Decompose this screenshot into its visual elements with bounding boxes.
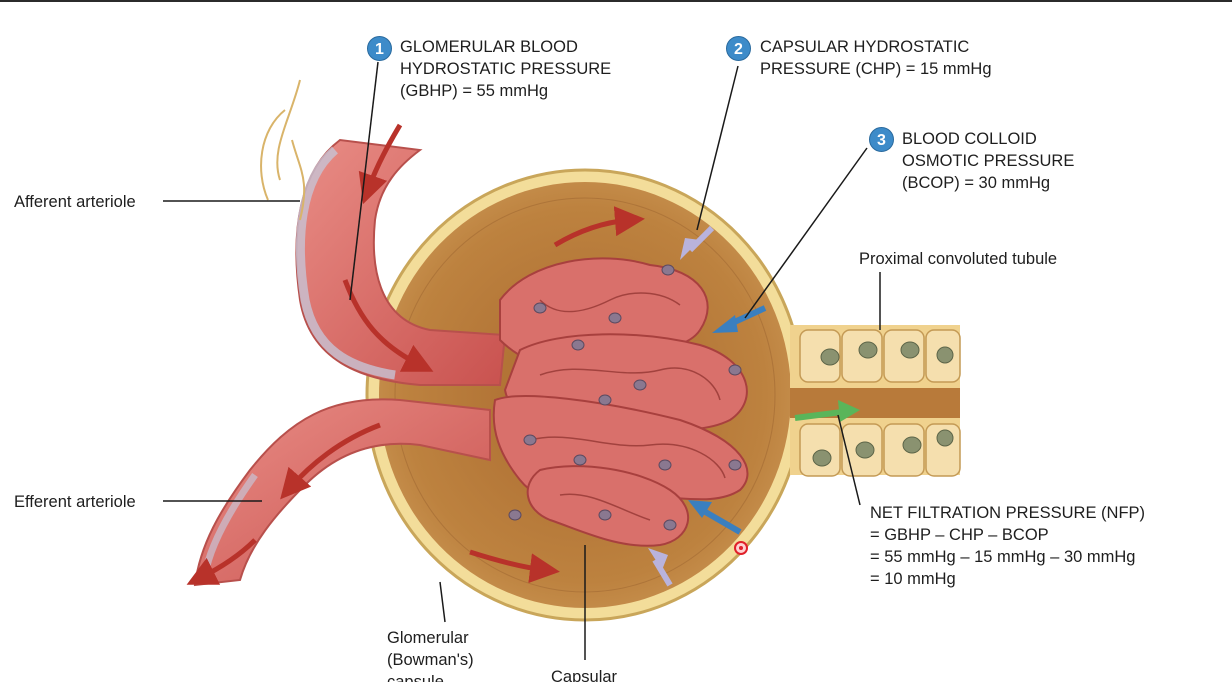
gbhp-line1: GLOMERULAR BLOOD <box>400 38 578 56</box>
bcop-label: BLOOD COLLOID OSMOTIC PRESSURE (BCOP) = 30… <box>902 128 1074 194</box>
proximal-tubule-label: Proximal convoluted tubule <box>859 250 1058 268</box>
bowman-line2: (Bowman's) <box>387 651 474 669</box>
bowman-line1: Glomerular <box>387 629 469 647</box>
bcop-line3: (BCOP) = 30 mmHg <box>902 174 1051 192</box>
nfp-line2: = GBHP – CHP – BCOP <box>870 526 1049 544</box>
bowmans-capsule-label: Glomerular (Bowman's) capsule <box>387 627 474 682</box>
capillary-loops <box>529 292 726 521</box>
blood-flow-arrows <box>186 123 645 585</box>
target-marker <box>734 541 748 555</box>
gbhp-label: GLOMERULAR BLOOD HYDROSTATIC PRESSURE (GBH… <box>400 36 611 102</box>
glomerular-capillaries <box>492 257 749 547</box>
label-1-badge: 1 <box>367 36 392 61</box>
chp-label: CAPSULAR HYDROSTATIC PRESSURE (CHP) = 15 … <box>760 36 992 80</box>
bcop-line1: BLOOD COLLOID <box>902 130 1037 148</box>
chp-line2: PRESSURE (CHP) = 15 mmHg <box>760 60 992 78</box>
nfp-line1: NET FILTRATION PRESSURE (NFP) <box>870 504 1146 522</box>
bcop-line2: OSMOTIC PRESSURE <box>902 152 1075 170</box>
afferent-arteriole <box>260 79 507 386</box>
capillary-nuclei <box>508 264 742 531</box>
afferent-arteriole-label: Afferent arteriole <box>14 193 136 211</box>
nfp-line3: = 55 mmHg – 15 mmHg – 30 mmHg <box>870 548 1136 566</box>
leader-lines <box>163 61 881 660</box>
capsular-space-label: Capsular <box>551 668 618 682</box>
label-3-badge: 3 <box>869 127 894 152</box>
nfp-line4: = 10 mmHg <box>870 570 956 588</box>
nfp-label: NET FILTRATION PRESSURE (NFP) = GBHP – CH… <box>870 502 1145 590</box>
gbhp-line2: HYDROSTATIC PRESSURE <box>400 60 612 78</box>
proximal-tubule <box>790 325 961 477</box>
label-2-badge: 2 <box>726 36 751 61</box>
chp-arrows <box>648 225 715 587</box>
gbhp-line3: (GBHP) = 55 mmHg <box>400 82 549 100</box>
bowman-line3: capsule <box>387 673 444 682</box>
efferent-arteriole-label: Efferent arteriole <box>14 493 136 511</box>
nfp-arrow <box>794 400 860 422</box>
chp-line1: CAPSULAR HYDROSTATIC <box>760 38 970 56</box>
top-border <box>0 0 1232 2</box>
